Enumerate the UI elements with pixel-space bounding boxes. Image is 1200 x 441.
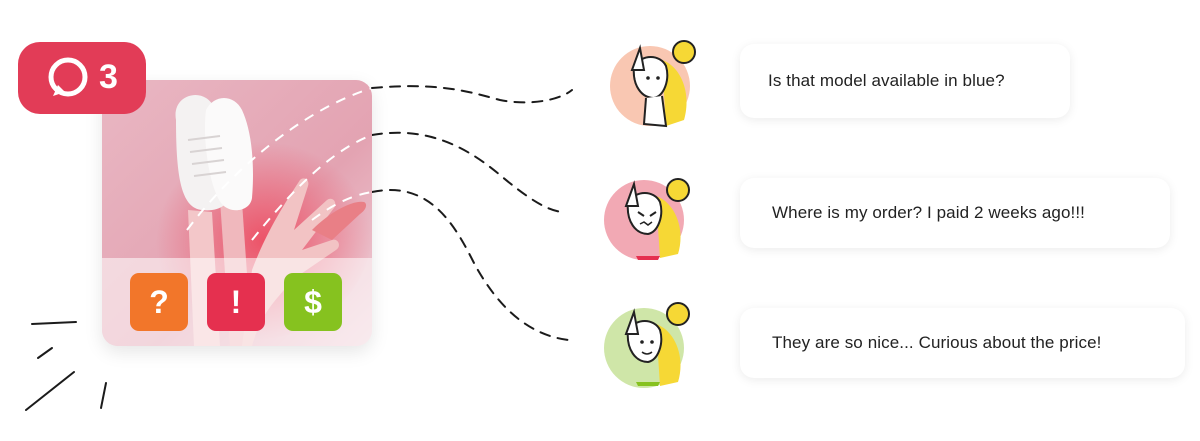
user-avatar-1[interactable] xyxy=(604,36,704,132)
comment-notification-badge[interactable]: 3 xyxy=(18,42,146,114)
exclamation-button[interactable]: ! xyxy=(207,273,265,331)
comment-text-1: Is that model available in blue? xyxy=(768,71,1005,90)
question-button[interactable]: ? xyxy=(130,273,188,331)
notification-count: 3 xyxy=(99,58,118,96)
dollar-button[interactable]: $ xyxy=(284,273,342,331)
comment-bubble-3[interactable]: They are so nice... Curious about the pr… xyxy=(740,308,1185,378)
user-avatar-3[interactable] xyxy=(598,300,698,396)
comment-bubble-1[interactable]: Is that model available in blue? xyxy=(740,44,1070,118)
comment-bubble-2[interactable]: Where is my order? I paid 2 weeks ago!!! xyxy=(740,178,1170,248)
burst-lines-decoration xyxy=(25,321,107,411)
reaction-bar: ? ! $ xyxy=(102,258,372,346)
comment-text-3: They are so nice... Curious about the pr… xyxy=(772,333,1102,352)
chat-bubble-icon xyxy=(48,57,88,97)
user-avatar-2[interactable] xyxy=(598,172,698,268)
post-card[interactable]: ? ! $ xyxy=(102,80,372,346)
comment-text-2: Where is my order? I paid 2 weeks ago!!! xyxy=(772,203,1085,222)
